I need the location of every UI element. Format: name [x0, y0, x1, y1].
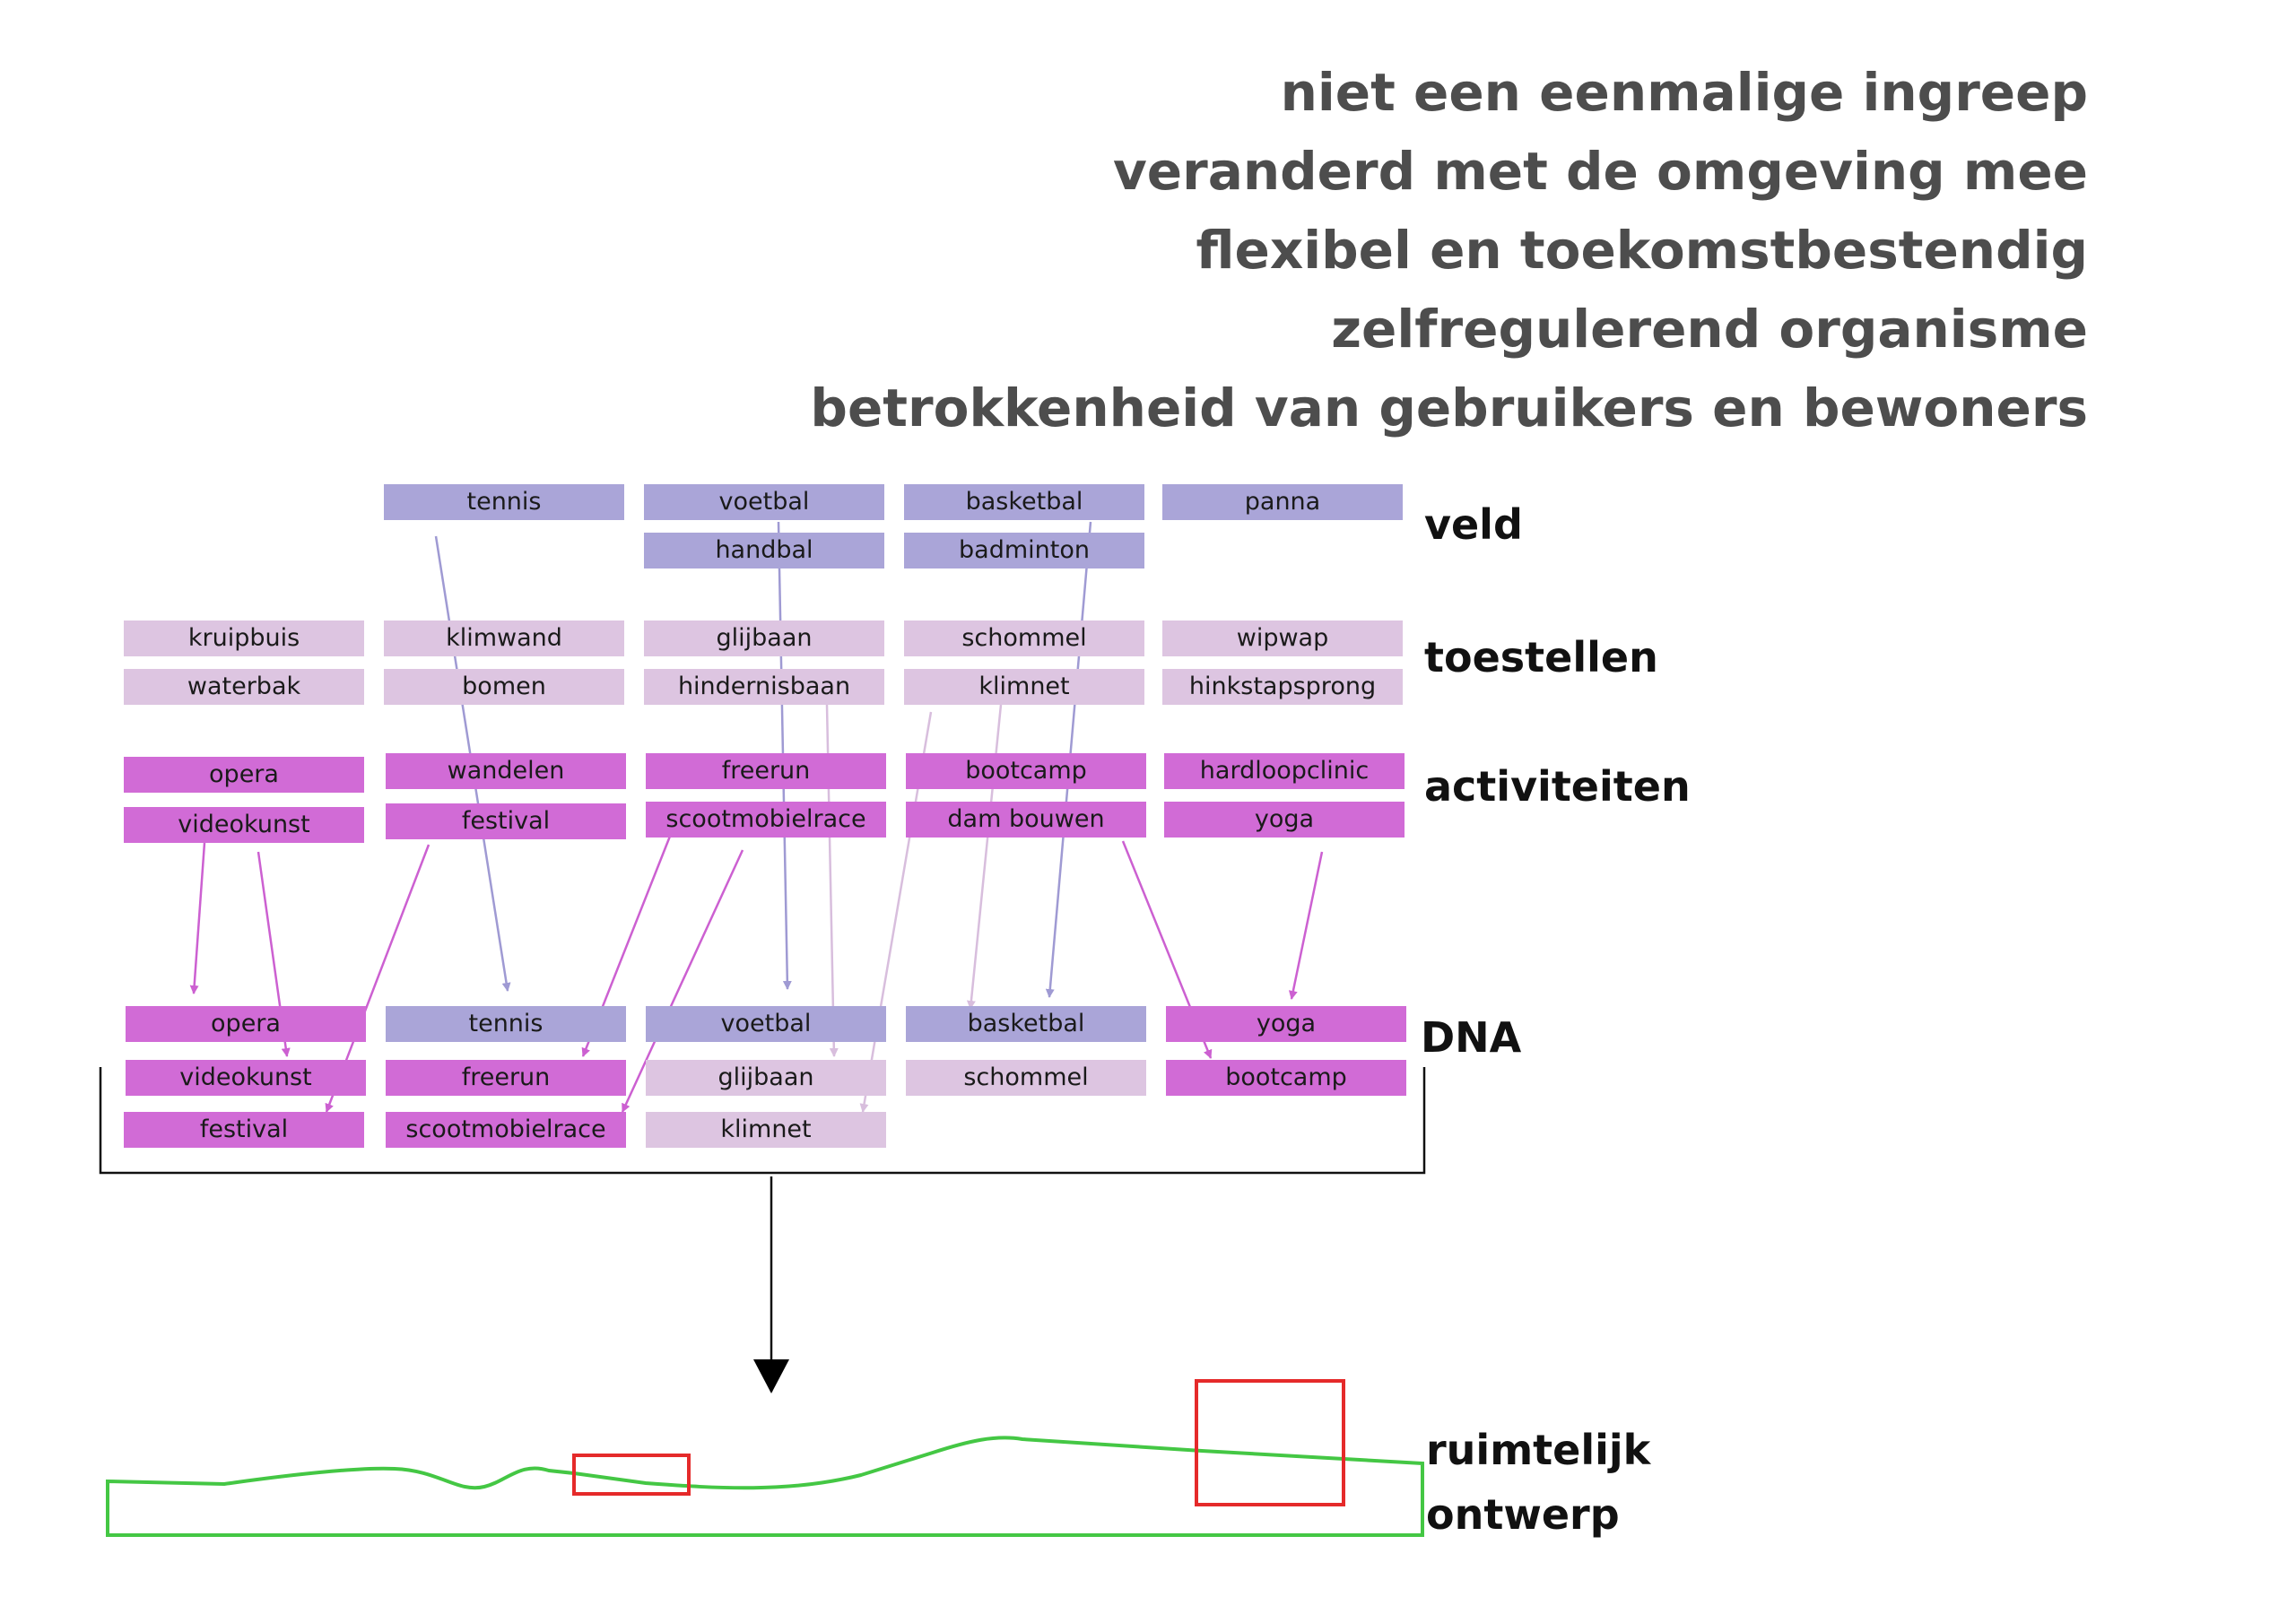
toestel-bomen: bomen [384, 669, 624, 705]
label-ruimtelijk: ruimtelijk [1426, 1426, 1651, 1474]
dna-klimnet: klimnet [646, 1112, 886, 1148]
toestel-klimwand: klimwand [384, 621, 624, 656]
terrain-outline [106, 1436, 1424, 1537]
label-veld: veld [1424, 500, 1523, 549]
label-ontwerp: ontwerp [1426, 1490, 1620, 1539]
connector-scootmobielrace [621, 849, 744, 1113]
veld-badminton: badminton [904, 533, 1144, 568]
connector-yoga [1288, 851, 1324, 1000]
connector-opera [189, 842, 206, 994]
label-dna: DNA [1421, 1013, 1522, 1062]
activiteit-hardloopclinic: hardloopclinic [1164, 753, 1405, 789]
dna-opera: opera [126, 1006, 366, 1042]
label-toestellen: toestellen [1424, 633, 1658, 681]
activiteit-freerun: freerun [646, 753, 886, 789]
label-activiteiten: activiteiten [1424, 762, 1691, 811]
large-marker [1195, 1379, 1345, 1506]
heading-line-2: veranderd met de omgeving mee [1112, 141, 2088, 202]
dna-videokunst: videokunst [126, 1060, 366, 1096]
activiteit-videokunst: videokunst [124, 807, 364, 843]
toestel-waterbak: waterbak [124, 669, 364, 705]
veld-handbal: handbal [644, 533, 884, 568]
heading-line-3: flexibel en toekomstbestendig [1196, 220, 2088, 281]
activiteit-bootcamp: bootcamp [906, 753, 1146, 789]
activiteit-scootmobielrace: scootmobielrace [646, 802, 886, 838]
heading-line-1: niet een eenmalige ingreep [1280, 62, 2088, 123]
toestel-hinkstapsprong: hinkstapsprong [1162, 669, 1403, 705]
toestel-kruipbuis: kruipbuis [124, 621, 364, 656]
dna-glijbaan: glijbaan [646, 1060, 886, 1096]
dna-bracket [99, 1067, 1426, 1175]
toestel-klimnet: klimnet [904, 669, 1144, 705]
dna-festival: festival [124, 1112, 364, 1148]
dna-bootcamp: bootcamp [1166, 1060, 1406, 1096]
dna-voetbal: voetbal [646, 1006, 886, 1042]
toestel-schommel: schommel [904, 621, 1144, 656]
veld-panna: panna [1162, 484, 1403, 520]
heading-line-4: zelfregulerend organisme [1331, 299, 2088, 360]
toestel-hindernisbaan: hindernisbaan [644, 669, 884, 705]
toestel-glijbaan: glijbaan [644, 621, 884, 656]
activiteit-wandelen: wandelen [386, 753, 626, 789]
connector-schommel [966, 704, 1003, 1010]
dna-basketbal: basketbal [906, 1006, 1146, 1042]
heading-line-5: betrokkenheid van gebruikers en bewoners [810, 378, 2088, 438]
dna-tennis: tennis [386, 1006, 626, 1042]
dna-freerun: freerun [386, 1060, 626, 1096]
dna-yoga: yoga [1166, 1006, 1406, 1042]
veld-basketbal: basketbal [904, 484, 1144, 520]
toestel-wipwap: wipwap [1162, 621, 1403, 656]
veld-tennis: tennis [384, 484, 624, 520]
small-marker [572, 1454, 691, 1496]
dna-schommel: schommel [906, 1060, 1146, 1096]
activiteit-dam-bouwen: dam bouwen [906, 802, 1146, 838]
activiteit-yoga: yoga [1164, 802, 1405, 838]
veld-voetbal: voetbal [644, 484, 884, 520]
activiteit-festival: festival [386, 803, 626, 839]
activiteit-opera: opera [124, 757, 364, 793]
dna-scootmobielrace: scootmobielrace [386, 1112, 626, 1148]
